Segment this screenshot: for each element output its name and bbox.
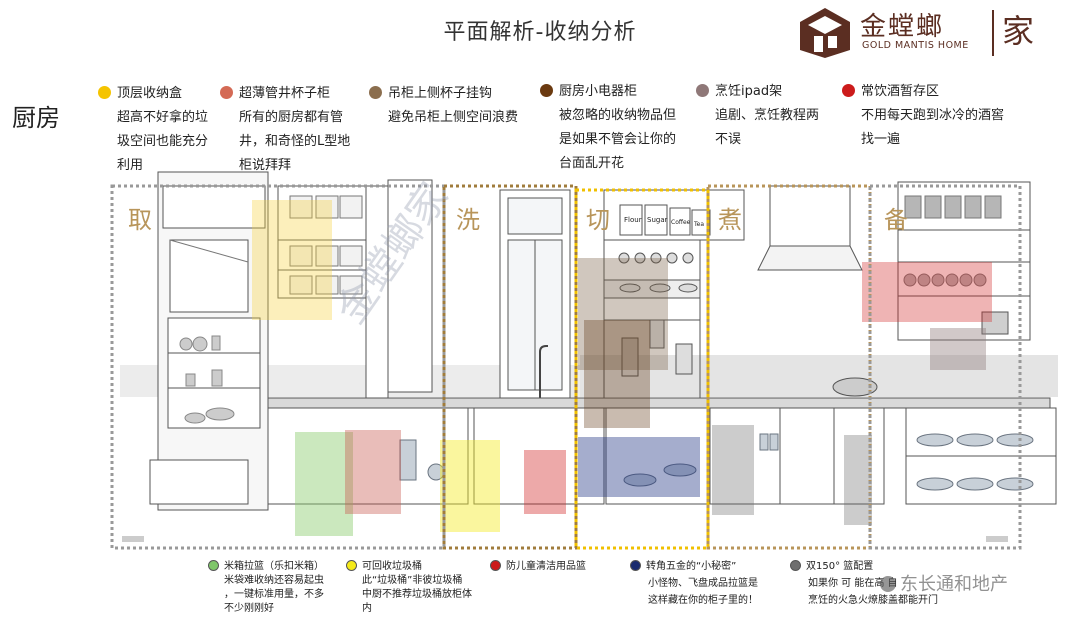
highlight-overlays: [252, 200, 992, 536]
annotation-top-5: 烹饪ipad架 追剧、烹饪教程两不误: [696, 80, 819, 152]
zone-label-cook: 煮: [718, 206, 742, 234]
annotation-top-2: 超薄管井杯子柜 所有的厨房都有管井，和奇怪的L型地柜说拜拜: [220, 82, 350, 178]
annotation-bottom-5: 双150° 篮配置 如果你 可 能在高 自烹饪的火急火燎膝盖都能开门: [790, 558, 938, 609]
kitchen-window: [499, 189, 571, 401]
ipad-stand: [981, 311, 1009, 335]
base-cabinets: [267, 407, 1057, 505]
annotation-top-6: 常饮酒暂存区 不用每天跑到冰冷的酒窖找一遍: [842, 80, 1004, 152]
highlight-corner-hardware: [578, 437, 700, 497]
cooking-pot: [832, 377, 878, 397]
lightyellow-dot-icon: [346, 560, 357, 571]
annotation-bottom-3: 防儿童清洁用品篮: [490, 560, 586, 574]
faucet: [539, 345, 548, 398]
annotation-bottom-2: 可回收垃圾桶 此“垃圾桶”非彼垃圾桶中厨不推荐垃圾桶放柜体内: [346, 560, 472, 616]
small-appliances: [621, 319, 693, 377]
zone-label-take: 取: [128, 206, 152, 234]
wechat-icon: [880, 576, 896, 592]
annotation-top-1: 顶层收纳盒 超高不好拿的垃圾空间也能充分利用: [98, 82, 208, 178]
canisters: [619, 204, 711, 236]
storage-boxes: [289, 195, 363, 295]
salmon-dot-icon: [220, 86, 233, 99]
navy-dot-icon: [630, 560, 641, 571]
canister-label: Flour: [624, 216, 642, 224]
highlight-rice-basket: [295, 432, 353, 536]
base-cabinet-items: [399, 433, 1034, 491]
wine-bottles: [903, 195, 1002, 287]
highlight-top-storage: [252, 200, 332, 320]
logo-mark-icon: [800, 8, 850, 58]
room-label: 厨房: [12, 104, 60, 132]
highlight-ipad: [930, 328, 986, 370]
range-hood: [757, 185, 863, 271]
brand-logo[interactable]: 金螳螂 GOLD MANTIS HOME 家: [790, 2, 1068, 64]
highlight-cleaning-basket: [524, 450, 566, 514]
brown-dot-icon: [369, 86, 382, 99]
canister-label: Coffee: [671, 219, 691, 226]
countertop: [267, 397, 1051, 409]
highlight-appliance-cabinet: [584, 320, 650, 428]
logo-divider: [992, 10, 994, 56]
highlight-pullout-baskets: [712, 425, 754, 515]
canister-label: Sugar: [647, 216, 668, 224]
scale-marker: [986, 536, 1008, 542]
canister-label: Tea: [693, 221, 704, 228]
red-dot-icon: [842, 84, 855, 97]
highlight-wine-area: [862, 262, 992, 322]
zone-label-prep: 备: [884, 206, 908, 234]
logo-chinese: 金螳螂: [860, 12, 945, 42]
hanging-mugs: [618, 252, 698, 293]
logo-jia: 家: [1002, 12, 1035, 50]
annotation-top-4: 厨房小电器柜 被忽略的收纳物品但是如果不管会让你的台面乱开花: [540, 80, 676, 176]
annotation-bottom-4: 转角五金的“小秘密” 小怪物、飞盘成品拉篮是这样藏在你的柜子里的！: [630, 558, 758, 609]
highlight-recycle-bin: [440, 440, 500, 532]
tall-cabinet-items: [179, 335, 235, 424]
backsplash-band: [580, 355, 1058, 397]
tall-cabinet: [149, 171, 269, 511]
highlight-pullout-baskets-right: [844, 435, 872, 525]
corner-watermark: 东长通和地产: [880, 570, 1008, 596]
red-dot-icon: [490, 560, 501, 571]
annotation-bottom-1: 米箱拉篮（乐扣米箱） 米袋难收纳还容易起虫，一键标准用量，不多不少刚刚好: [208, 560, 324, 616]
gray-dot-icon: [790, 560, 801, 571]
scale-marker: [122, 536, 144, 542]
logo-english: GOLD MANTIS HOME: [862, 40, 969, 51]
annotation-top-3: 吊柜上侧杯子挂钩 避免吊柜上侧空间浪费: [369, 82, 518, 130]
green-dot-icon: [208, 560, 219, 571]
highlight-cup-hooks: [578, 258, 668, 370]
zone-label-cut: 切: [586, 206, 610, 234]
highlight-cup-cabinet: [345, 430, 401, 514]
page-title: 平面解析-收纳分析: [443, 20, 637, 45]
zone-borders: [110, 184, 1022, 550]
mauve-dot-icon: [696, 84, 709, 97]
darkbrown-dot-icon: [540, 84, 553, 97]
yellow-dot-icon: [98, 86, 111, 99]
zone-label-wash: 洗: [456, 206, 480, 234]
